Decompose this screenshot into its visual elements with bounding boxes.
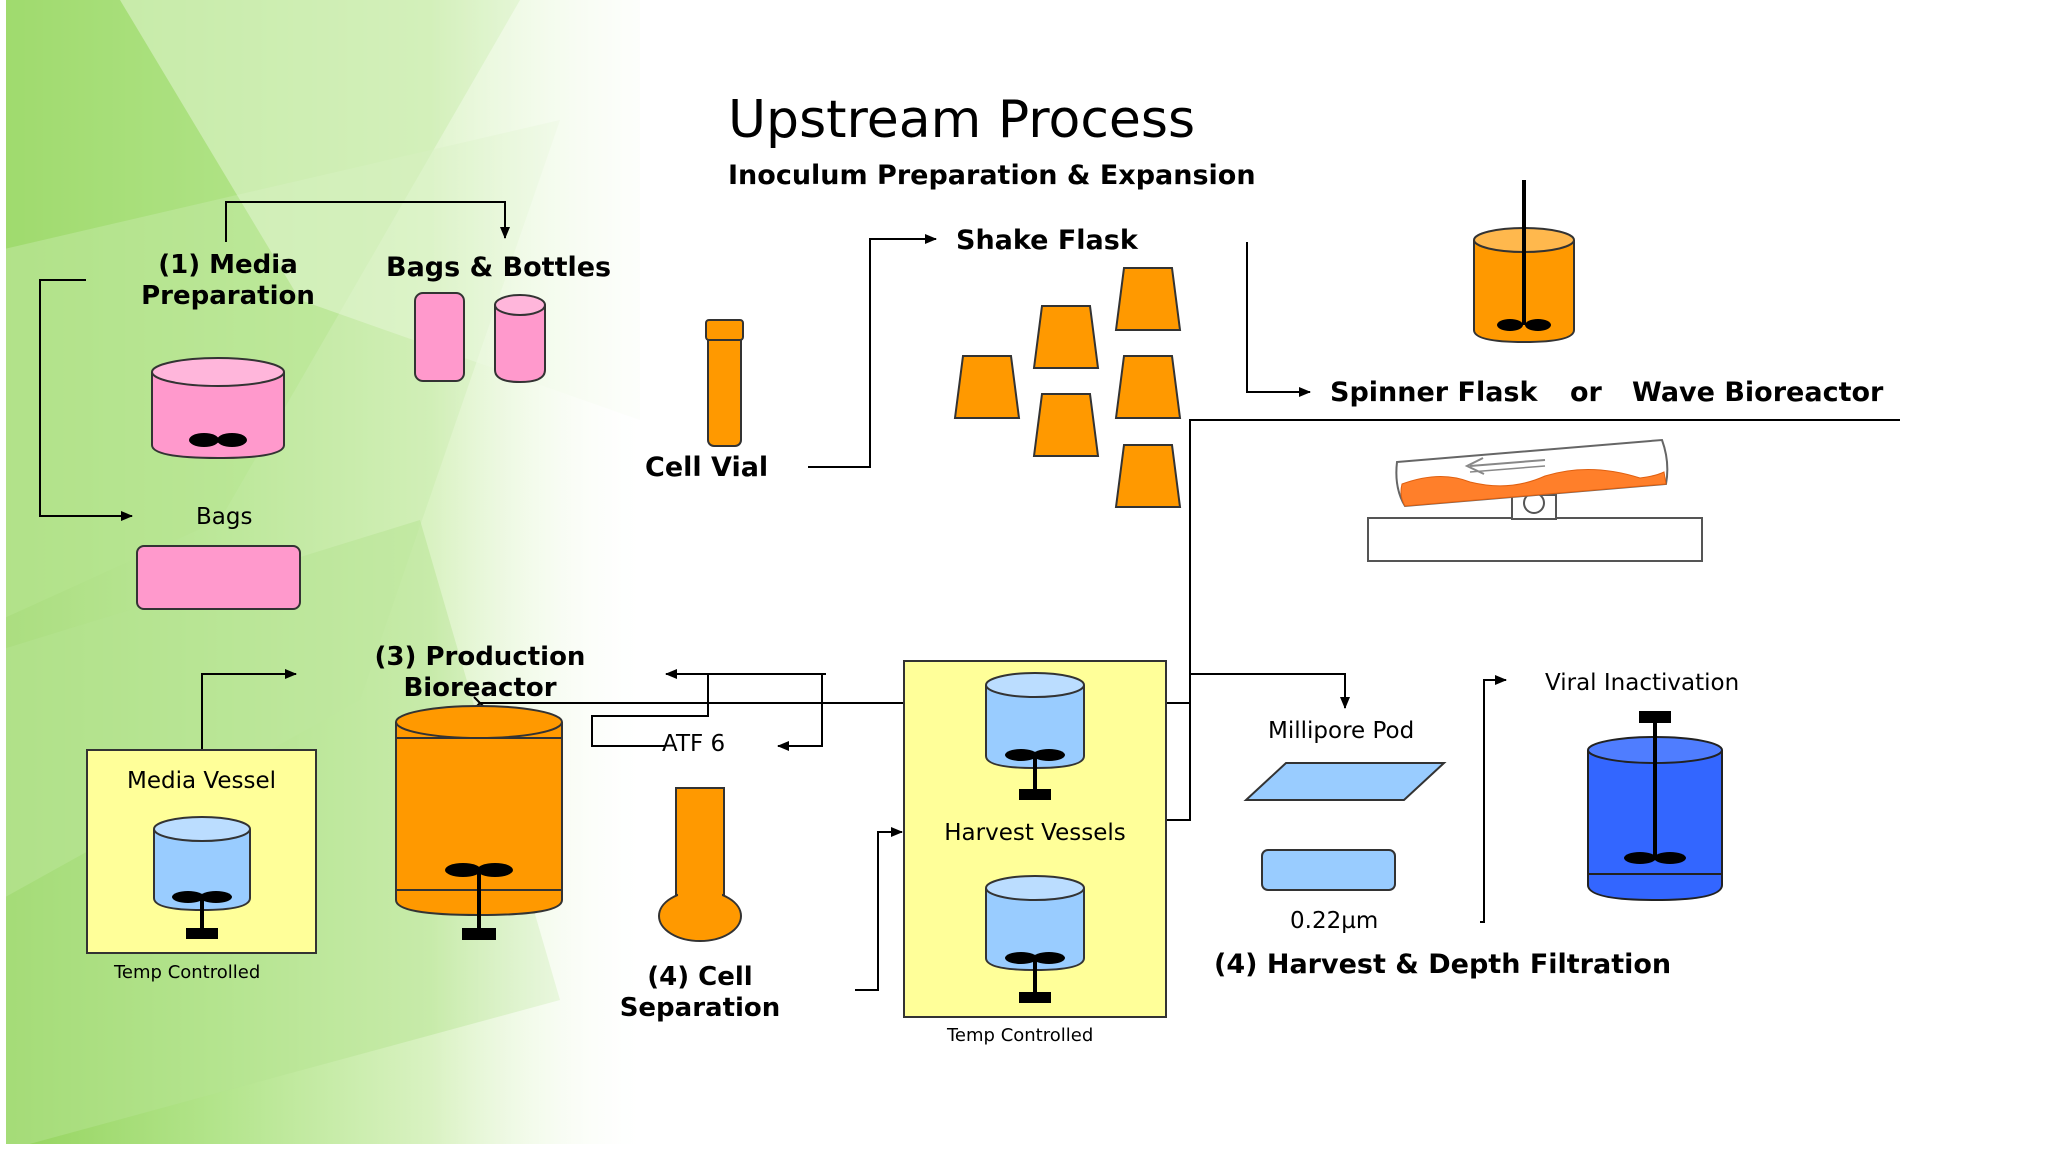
bags-label: Bags: [196, 504, 253, 530]
cell-vial: [705, 319, 744, 447]
or-label: or: [1570, 377, 1602, 408]
bags-rect: [136, 545, 301, 610]
bags-bottles-label: Bags & Bottles: [386, 252, 612, 283]
media-vessel-box: [86, 749, 317, 954]
temp-controlled-center-label: Temp Controlled: [947, 1025, 1094, 1046]
media-prep-line2: Preparation: [141, 281, 315, 311]
filter-size-label: 0.22µm: [1290, 908, 1379, 934]
harvest-vessels-box: [903, 660, 1167, 1018]
slide-title: Upstream Process: [728, 90, 1196, 150]
wave-bioreactor: [1367, 438, 1703, 562]
harvest-depth-filtration-label: (4) Harvest & Depth Filtration: [1214, 949, 1672, 980]
filter-022: [1261, 849, 1396, 891]
atf6-label: ATF 6: [662, 731, 726, 757]
spinner-flask: [1473, 180, 1575, 344]
shake-flasks: [953, 267, 1182, 508]
wave-bioreactor-label: Wave Bioreactor: [1632, 377, 1884, 408]
millipore-pod-label: Millipore Pod: [1268, 718, 1415, 744]
atf6-device: [658, 787, 742, 942]
bottle-pink: [494, 294, 546, 384]
cell-sep-line2: Separation: [619, 993, 781, 1023]
viral-inactivation-tank: [1587, 711, 1723, 902]
slide-subtitle: Inoculum Preparation & Expansion: [728, 160, 1256, 191]
media-preparation-label: (1) Media Preparation: [108, 250, 348, 312]
spinner-flask-label: Spinner Flask: [1330, 377, 1538, 408]
production-bioreactor: [395, 705, 563, 940]
viral-inactivation-label: Viral Inactivation: [1545, 670, 1740, 696]
millipore-pod: [1243, 762, 1447, 801]
production-line1: (3) Production: [374, 642, 586, 672]
harvest-vessels-label: Harvest Vessels: [944, 820, 1126, 846]
production-bioreactor-label: (3) Production Bioreactor: [350, 642, 610, 704]
shake-flask-label: Shake Flask: [956, 225, 1138, 256]
production-line2: Bioreactor: [403, 673, 557, 703]
cell-separation-label: (4) Cell Separation: [590, 962, 810, 1024]
temp-controlled-left-label: Temp Controlled: [114, 962, 261, 983]
bag-bottle-pink: [414, 292, 465, 382]
media-vessel-label: Media Vessel: [127, 768, 276, 794]
cell-vial-label: Cell Vial: [645, 452, 769, 483]
cell-sep-line1: (4) Cell: [647, 962, 753, 992]
media-prep-tank: [151, 357, 285, 460]
media-prep-line1: (1) Media: [158, 250, 298, 280]
